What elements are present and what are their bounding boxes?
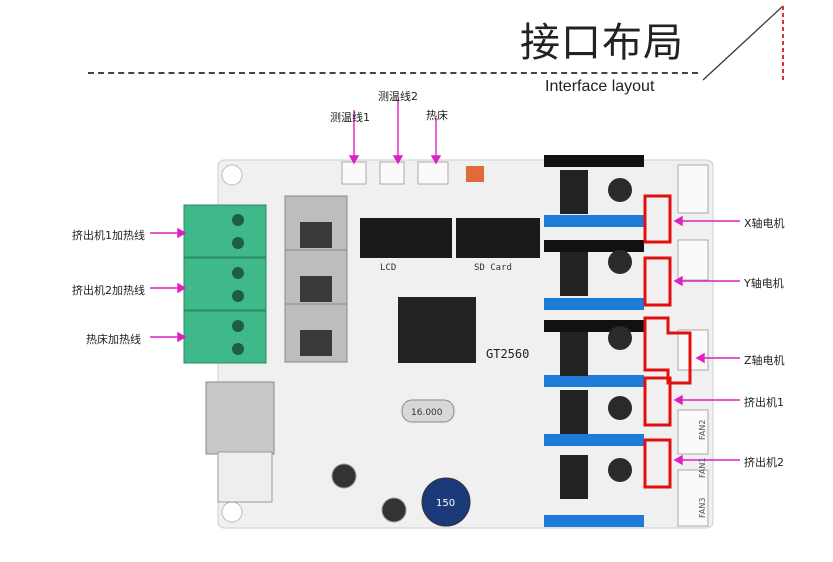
x-motor-highlight (643, 194, 672, 244)
extruder1-terminal (183, 204, 267, 258)
power-connector (217, 451, 273, 503)
extruder1-heater-label: 挤出机1加热线 (72, 229, 145, 242)
thermistor2-label: 测温线2 (378, 90, 418, 103)
z-motor-highlight (643, 316, 692, 385)
page-title: 接口布局 (520, 20, 684, 66)
lcd-header (360, 218, 452, 258)
fan2-label: FAN2 (698, 420, 707, 440)
extruder1-motor-label: 挤出机1 (744, 396, 784, 409)
thermistor1-connector (341, 161, 367, 185)
model-label: GT2560 (486, 347, 529, 361)
dashed-divider (88, 72, 698, 74)
extruder2-heater-label: 挤出机2加热线 (72, 284, 145, 297)
inductor-label: 150 (436, 498, 455, 509)
extruder2-highlight (643, 438, 672, 489)
bed-sensor-connector (417, 161, 449, 185)
extruder2-motor-label: 挤出机2 (744, 456, 784, 469)
crystal (401, 399, 455, 423)
thermistor1-label: 测温线1 (330, 111, 370, 124)
mount-hole (221, 164, 243, 186)
sdcard-header (456, 218, 540, 258)
inductor (421, 477, 471, 527)
y-motor-label: Y轴电机 (744, 277, 784, 290)
thermistor2-connector (379, 161, 405, 185)
extruder1-highlight (643, 376, 672, 427)
capacitor (331, 463, 357, 489)
y-motor-highlight (643, 256, 672, 307)
bed-terminal (183, 310, 267, 364)
page-subtitle: Interface layout (545, 78, 655, 95)
bed-label: 热床 (426, 109, 448, 122)
extruder2-terminal (183, 257, 267, 311)
mcu-chip (398, 297, 476, 363)
mount-hole (221, 501, 243, 523)
fan3-label: FAN3 (698, 498, 707, 518)
stepper-drivers (544, 155, 644, 527)
capacitor (381, 497, 407, 523)
z-motor-label: Z轴电机 (744, 354, 785, 367)
fan1-label: FAN1 (698, 458, 707, 478)
corner-diagonal (702, 5, 784, 81)
bed-heater-label: 热床加热线 (86, 333, 141, 346)
lcd-label: LCD (380, 263, 396, 273)
sdcard-label: SD Card (474, 263, 512, 273)
x-motor-label: X轴电机 (744, 217, 785, 230)
usb-port (205, 381, 275, 455)
reset-button (466, 166, 484, 182)
crystal-label: 16.000 (411, 408, 443, 418)
